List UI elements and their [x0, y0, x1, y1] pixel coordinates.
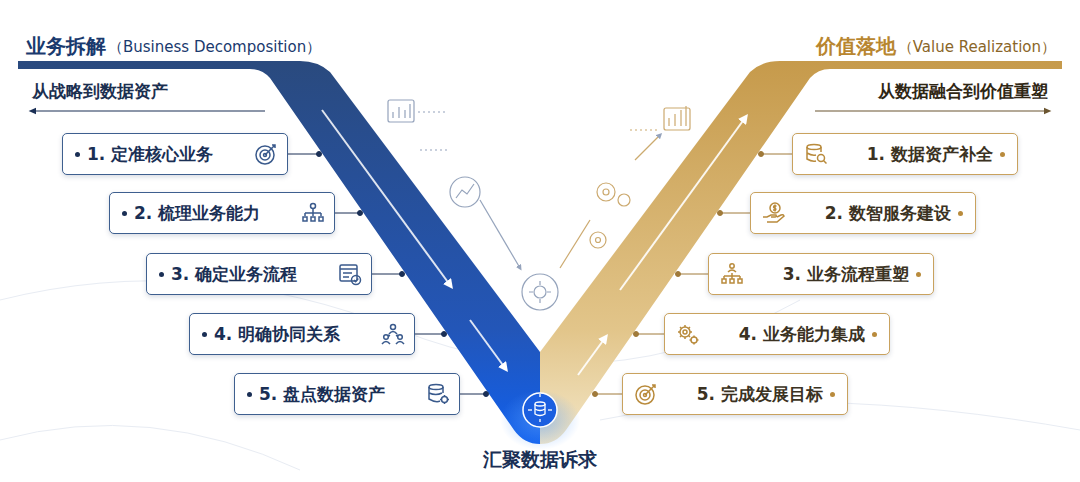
bullet-dot — [1000, 152, 1005, 157]
bullet-dot — [202, 332, 207, 337]
section-subtitle: 从数据融合到价值重塑 — [878, 80, 1048, 103]
process-box: 5. 盘点数据资产 — [234, 373, 460, 415]
box-label: 4. 业务能力集成 — [739, 323, 865, 346]
process-box: 1. 定准核心业务 — [62, 133, 288, 175]
box-label: 1. 定准核心业务 — [87, 143, 213, 166]
bullet-dot — [75, 152, 80, 157]
process-box: 5. 完成发展目标 — [622, 373, 848, 415]
section-heading: 价值落地 — [816, 33, 896, 60]
box-label: 4. 明确协同关系 — [214, 323, 340, 346]
section-subtitle: 从战略到数据资产 — [32, 80, 168, 103]
process-box: 3. 业务流程重塑 — [708, 253, 934, 295]
process-box: 2. 数智服务建设 — [750, 192, 976, 234]
box-label: 3. 业务流程重塑 — [783, 263, 909, 286]
bullet-dot — [916, 272, 921, 277]
box-label: 2. 梳理业务能力 — [134, 202, 260, 225]
box-label: 2. 数智服务建设 — [825, 202, 951, 225]
process-box: 1. 数据资产补全 — [792, 133, 1018, 175]
process-box: 4. 业务能力集成 — [664, 313, 890, 355]
bullet-dot — [830, 392, 835, 397]
box-label: 5. 盘点数据资产 — [259, 383, 385, 406]
bullet-dot — [159, 272, 164, 277]
bullet-dot — [872, 332, 877, 337]
bullet-dot — [247, 392, 252, 397]
section-heading: 业务拆解 — [26, 33, 106, 60]
bullet-dot — [958, 211, 963, 216]
bullet-dot — [122, 211, 127, 216]
box-label: 3. 确定业务流程 — [171, 263, 297, 286]
process-box: 4. 明确协同关系 — [189, 313, 415, 355]
section-heading-en: （Value Realization） — [898, 38, 1056, 57]
section-heading-en: （Business Decomposition） — [108, 38, 321, 57]
process-box: 3. 确定业务流程 — [146, 253, 372, 295]
box-label: 5. 完成发展目标 — [697, 383, 823, 406]
process-box: 2. 梳理业务能力 — [109, 192, 335, 234]
box-label: 1. 数据资产补全 — [867, 143, 993, 166]
convergence-label: 汇聚数据诉求 — [483, 447, 597, 473]
